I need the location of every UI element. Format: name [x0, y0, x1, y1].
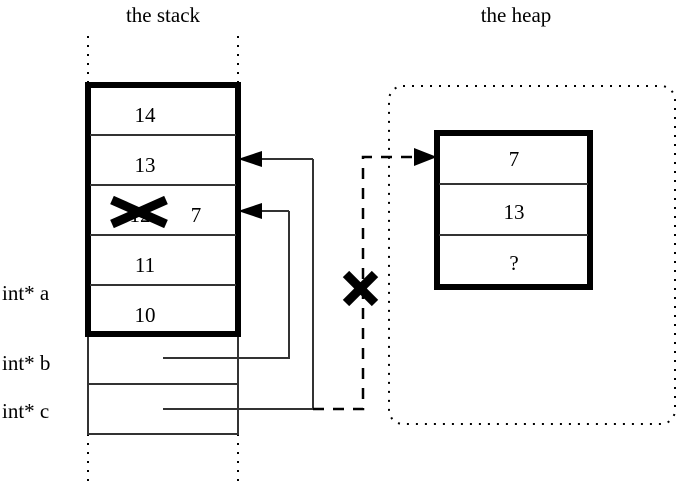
- heap-title: the heap: [481, 3, 552, 27]
- heap-cell-value-2: ?: [509, 251, 518, 275]
- pointer-b-arrow: [163, 203, 290, 359]
- pointer-b-arrowhead: [238, 203, 262, 219]
- stack-title: the stack: [126, 3, 201, 27]
- variable-label-a: int* a: [2, 281, 50, 305]
- stack-cell-value-1: 13: [135, 153, 156, 177]
- heap-cell-value-0: 7: [509, 147, 520, 171]
- stack-cell-value-4: 10: [135, 303, 156, 327]
- stack-cell-value-2-new: 7: [191, 203, 202, 227]
- struck-value-x-icon: [110, 195, 168, 229]
- stack-array-box: [85, 82, 241, 337]
- heap-pointer-arrowhead: [414, 148, 437, 166]
- heap-cell-value-1: 13: [504, 200, 525, 224]
- variable-label-c: int* c: [2, 399, 49, 423]
- pointer-c-arrowhead: [238, 151, 262, 167]
- invalidated-pointer-x-icon: [342, 270, 379, 307]
- stack-cell-value-0: 14: [135, 103, 157, 127]
- invalidated-heap-pointer: [313, 148, 437, 411]
- heap-array-box: [434, 130, 593, 290]
- stack-cell-value-3: 11: [135, 253, 155, 277]
- variable-label-b: int* b: [2, 351, 50, 375]
